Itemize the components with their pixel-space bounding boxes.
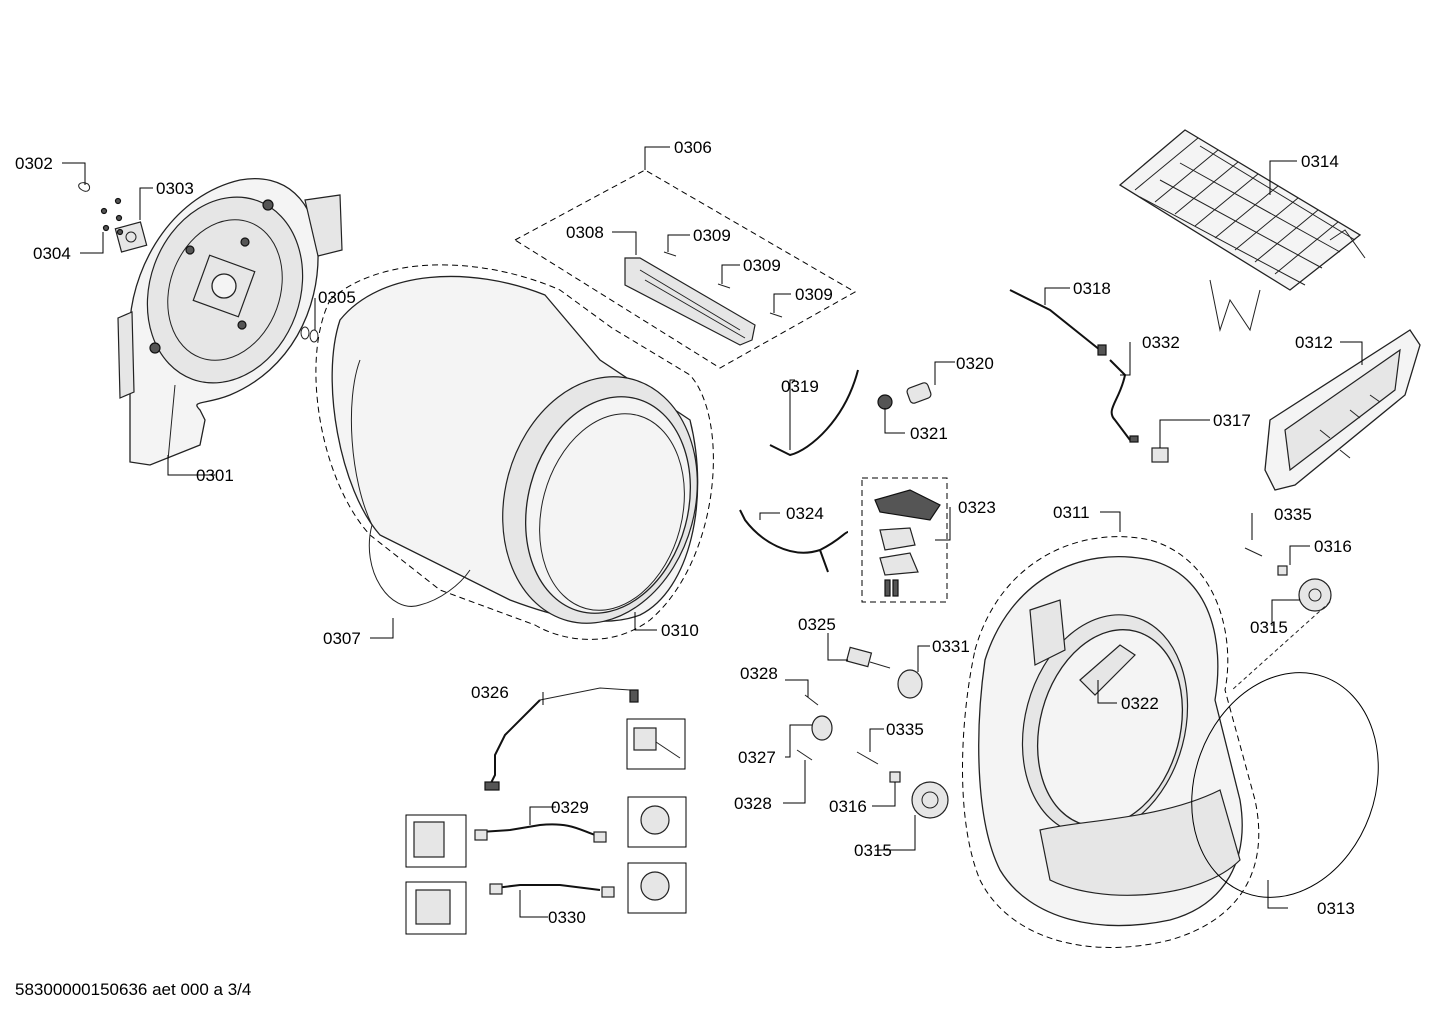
part-housing-group	[861, 477, 948, 603]
label-0327: 0327	[738, 748, 776, 767]
label-0316-a: 0316	[1314, 537, 1352, 556]
label-0324: 0324	[786, 504, 824, 523]
label-0329: 0329	[551, 798, 589, 817]
part-wire-0324	[739, 509, 849, 573]
label-0315-b: 0315	[854, 841, 892, 860]
label-0301: 0301	[196, 466, 234, 485]
label-0335-b: 0335	[886, 720, 924, 739]
label-0309-c: 0309	[795, 285, 833, 304]
label-0302: 0302	[15, 154, 53, 173]
label-0309-a: 0309	[693, 226, 731, 245]
label-0314: 0314	[1301, 152, 1339, 171]
label-0319: 0319	[781, 377, 819, 396]
label-0323: 0323	[958, 498, 996, 517]
part-drying-rack	[1118, 129, 1366, 332]
label-0315-a: 0315	[1250, 618, 1288, 637]
label-0320: 0320	[956, 354, 994, 373]
part-front-bulkhead	[962, 536, 1260, 948]
leader-lines	[62, 146, 1363, 918]
label-0316-b: 0316	[829, 797, 867, 816]
label-0310: 0310	[661, 621, 699, 640]
label-0325: 0325	[798, 615, 836, 634]
label-0332: 0332	[1142, 333, 1180, 352]
label-0326: 0326	[471, 683, 509, 702]
part-washers	[300, 326, 319, 343]
part-rollers	[1231, 547, 1332, 691]
label-0306: 0306	[674, 138, 712, 157]
label-0313: 0313	[1317, 899, 1355, 918]
label-0328-a: 0328	[740, 664, 778, 683]
label-0311: 0311	[1053, 503, 1090, 522]
part-drum	[315, 264, 714, 640]
part-lint-filter	[1264, 329, 1421, 491]
part-baffle-assembly	[514, 169, 857, 369]
part-sensor-wire	[769, 369, 859, 457]
label-0318: 0318	[1073, 279, 1111, 298]
document-code: 58300000150636 aet 000 a 3/4	[15, 980, 252, 999]
label-0312: 0312	[1295, 333, 1333, 352]
label-0304: 0304	[33, 244, 71, 263]
label-0328-b: 0328	[734, 794, 772, 813]
label-0321: 0321	[910, 424, 948, 443]
callout-labels: 0302 0303 0304 0301 0305 0306 0307 0308 …	[15, 138, 1355, 927]
label-0309-b: 0309	[743, 256, 781, 275]
part-thermostat-parts	[877, 382, 932, 410]
part-clip-and-bearing	[78, 182, 148, 253]
label-0308: 0308	[566, 223, 604, 242]
label-0322: 0322	[1121, 694, 1159, 713]
part-wire-harness	[1009, 289, 1169, 463]
part-drive-belt	[1191, 672, 1379, 898]
part-rear-bulkhead	[117, 178, 343, 466]
label-0335-a: 0335	[1274, 505, 1312, 524]
part-small-components	[796, 646, 949, 819]
label-0305: 0305	[318, 288, 356, 307]
label-0303: 0303	[156, 179, 194, 198]
label-0317: 0317	[1213, 411, 1251, 430]
part-heater-wiring	[484, 687, 686, 791]
part-thermostats	[405, 796, 687, 935]
label-0330: 0330	[548, 908, 586, 927]
label-0307: 0307	[323, 629, 361, 648]
label-0331: 0331	[932, 637, 970, 656]
